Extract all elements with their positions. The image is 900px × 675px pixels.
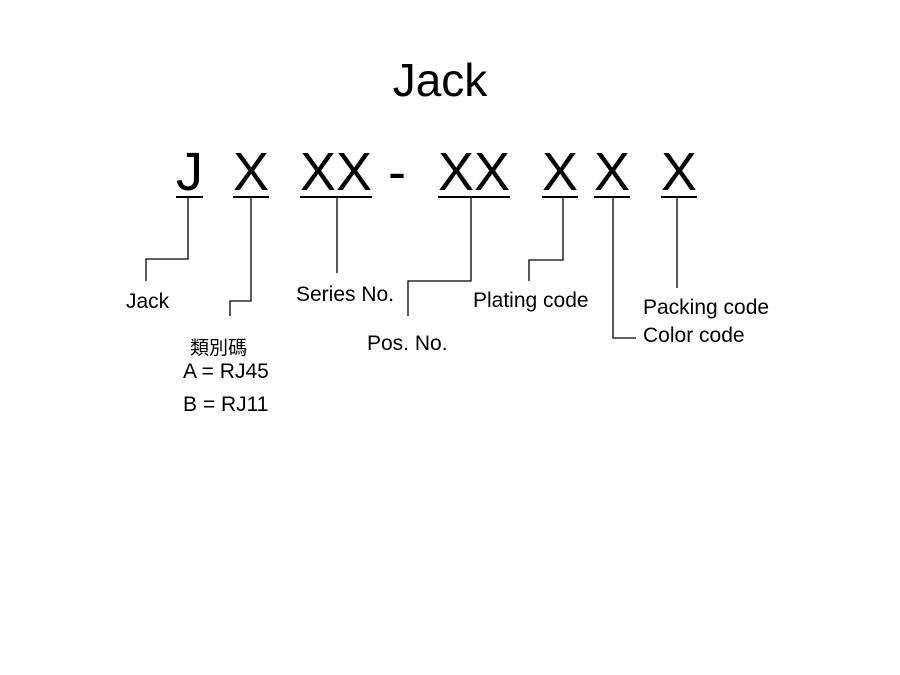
code-segment-positions: XX <box>438 142 511 202</box>
label-category-option-b: B = RJ11 <box>183 393 269 416</box>
label-color: Color code <box>643 324 745 347</box>
code-segment-prefix: J <box>176 142 203 202</box>
code-separator: - <box>388 142 406 202</box>
label-pos: Pos. No. <box>367 332 448 355</box>
diagram-title: Jack <box>392 54 488 106</box>
label-jack: Jack <box>126 290 170 313</box>
connector-plating <box>528 197 564 281</box>
label-category: 類別碼 <box>190 337 248 359</box>
code-segment-plating: X <box>542 142 579 202</box>
label-category-option-a: A = RJ45 <box>183 360 269 383</box>
connector-color <box>612 197 636 339</box>
connector-pos <box>407 197 472 316</box>
code-segment-series: XX <box>300 142 373 202</box>
label-packing: Packing code <box>643 296 770 319</box>
code-segment-color: X <box>594 142 631 202</box>
label-plating: Plating code <box>473 289 589 312</box>
label-series: Series No. <box>296 283 395 306</box>
connector-jack <box>145 197 189 281</box>
code-segment-category: X <box>233 142 270 202</box>
connector-category <box>229 197 252 316</box>
code-segment-packing: X <box>661 142 698 202</box>
